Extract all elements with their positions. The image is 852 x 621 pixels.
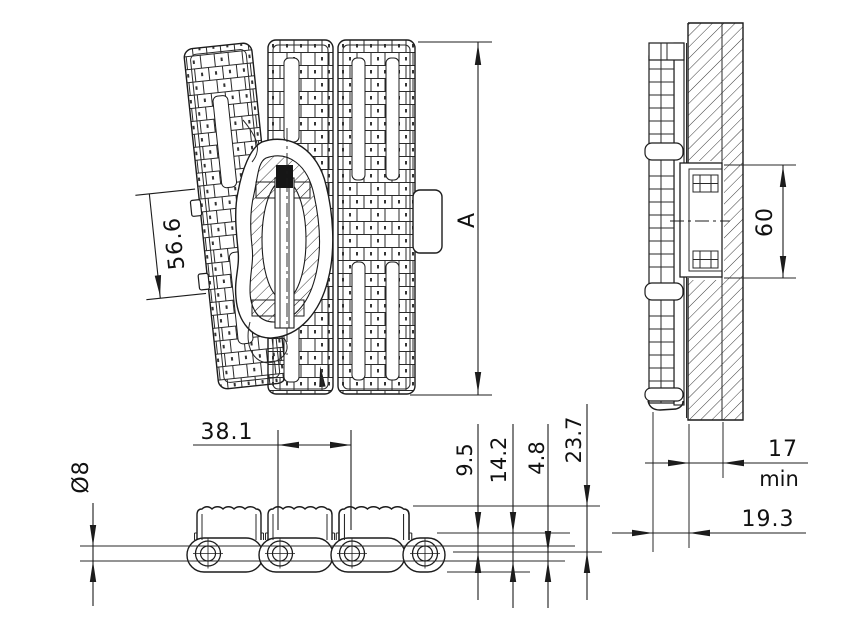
dim-overall-width: A: [410, 41, 492, 396]
dim-min-label: min: [759, 467, 799, 491]
dim-pitch: 38.1: [193, 420, 352, 530]
dim-23-7: 23.7: [562, 404, 591, 600]
dim-9-5: 9.5: [453, 424, 482, 600]
dim-plate-width-label: 56.6: [160, 216, 190, 271]
knuckle: [644, 387, 684, 402]
side-tab: [412, 189, 443, 254]
plate-lug: [197, 272, 211, 291]
pin-head: [276, 165, 293, 188]
dim-pitch-label: 38.1: [201, 420, 254, 445]
dim-23-7-label: 23.7: [562, 417, 586, 464]
dim-edge-offset: 19.3: [612, 507, 806, 537]
dim-bracket-span: 60: [724, 164, 796, 279]
dim-4-8-label: 4.8: [525, 441, 549, 474]
plan-right-plate: [337, 39, 443, 395]
pin-housing: [670, 162, 730, 278]
extension-lines: [652, 412, 724, 552]
dim-clearance: 17 min: [645, 437, 808, 491]
dim-pin-diameter: Ø8: [69, 460, 97, 606]
plate-lug: [189, 199, 203, 217]
extension-lines: [413, 505, 602, 573]
dim-17-label: 17: [768, 437, 798, 462]
dim-9-5-label: 9.5: [453, 443, 477, 476]
knuckle: [644, 142, 684, 161]
dim-14-2-label: 14.2: [487, 437, 511, 484]
hinge-assembly: [234, 119, 334, 364]
dim-19-3-label: 19.3: [742, 507, 795, 532]
side-view: Ø8 9.5 14.2 4.8 23.7: [69, 404, 602, 608]
knuckle: [644, 282, 684, 301]
dim-pin-diameter-label: Ø8: [69, 460, 94, 493]
pin-lines: [80, 545, 575, 562]
dim-14-2: 14.2: [487, 424, 517, 608]
hinge-pin: [274, 177, 295, 329]
plan-view: 56.6 A: [135, 39, 492, 530]
dim-overall-width-label: A: [455, 212, 480, 228]
chain-profile: [644, 42, 730, 418]
dim-60-label: 60: [753, 207, 778, 237]
dim-4-8: 4.8: [525, 424, 552, 608]
dim-plate-width: 56.6: [135, 188, 326, 388]
section-view: 60 17 min 19.3: [612, 22, 808, 552]
pin-bores: [193, 538, 440, 569]
